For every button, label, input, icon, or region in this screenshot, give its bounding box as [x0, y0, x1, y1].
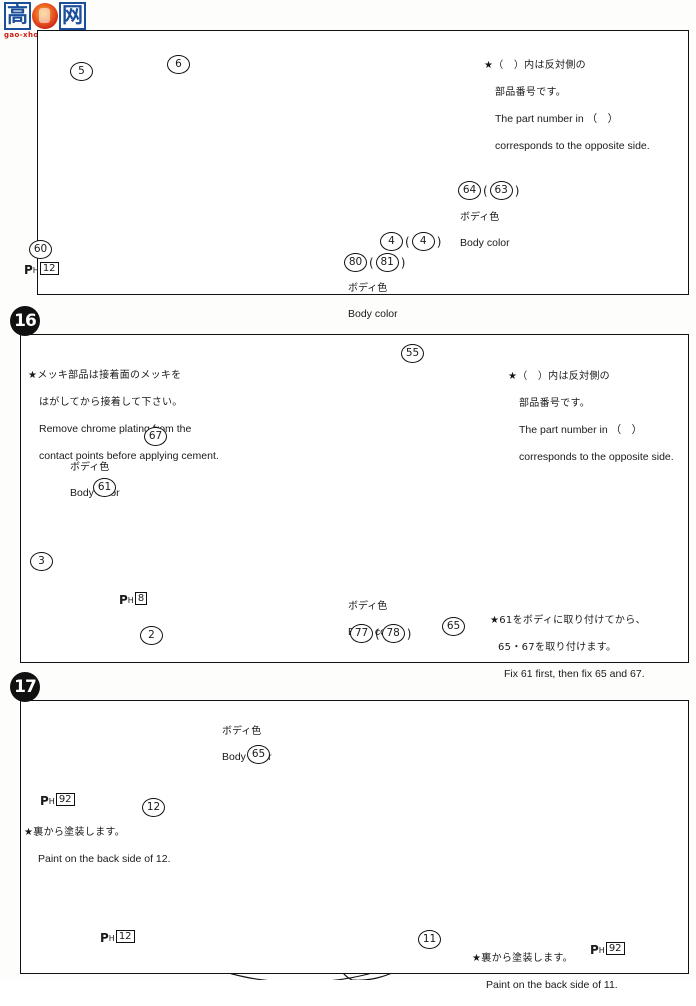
note-chrome-jp1: ★メッキ部品は接着面のメッキを: [28, 369, 182, 381]
part-callout-65[interactable]: 65: [442, 617, 465, 636]
logo-cjk-char-1: 高: [4, 2, 31, 30]
part-callout-6[interactable]: 6: [167, 55, 190, 74]
part-callout-5[interactable]: 5: [70, 62, 93, 81]
note-paint12-jp1: ★裏から塗装します。: [24, 826, 125, 838]
paint-code-h92-left: P H 92: [40, 793, 75, 808]
paint-code-value: 92: [605, 942, 625, 955]
part-callout-3[interactable]: 3: [30, 552, 53, 571]
paren-close: ): [406, 626, 412, 641]
body-color-jp: ボディ色: [348, 601, 388, 612]
note-paint11-jp1: ★裏から塗装します。: [472, 952, 573, 964]
site-watermark-logo: 高 网 gao-xhou.com: [4, 2, 86, 42]
part-callout-64-63[interactable]: 64 ( 63 ): [458, 181, 519, 200]
paren-close: ): [514, 183, 520, 198]
note-opposite-16-jp1: ★（ ）内は反対側の: [508, 370, 610, 382]
note-fix-order: ★61をボディに取り付けてから、 65・67を取り付けます。 Fix 61 fi…: [490, 600, 646, 695]
paren-open: (: [369, 255, 374, 270]
paint-brand-letter: P: [590, 943, 599, 957]
note-paint-back-11: ★裏から塗装します。 Paint on the back side of 11.: [472, 938, 618, 1006]
part-callout-77-78[interactable]: 77 ( 78 ): [350, 624, 411, 643]
part-number-main: 4: [380, 232, 403, 251]
part-number-opposite: 78: [381, 624, 405, 643]
part-callout-65-17[interactable]: 65: [247, 745, 270, 764]
note-chrome-jp2: はがしてから接着して下さい。: [39, 396, 183, 408]
paren-open: (: [483, 183, 488, 198]
red-seal-icon: [32, 3, 58, 29]
paint-code-h8: P H 8: [119, 592, 148, 607]
body-color-label-80: ボディ色 Body color: [348, 269, 398, 334]
paint-sub-letter: H: [598, 946, 605, 955]
paint-brand-letter: P: [100, 931, 109, 945]
paint-code-value: 92: [55, 793, 75, 806]
note-opposite-16-jp2: 部品番号です。: [519, 397, 591, 409]
note-paint-back-12: ★裏から塗装します。 Paint on the back side of 12.: [24, 812, 171, 880]
part-number-main: 64: [458, 181, 481, 200]
part-callout-61[interactable]: 61: [93, 478, 116, 497]
note-fix-en1: Fix 61 first, then fix 65 and 67.: [504, 667, 645, 680]
paint-brand-letter: P: [119, 593, 128, 607]
paint-sub-letter: H: [108, 934, 115, 943]
note-opposite-side-16: ★（ ）内は反対側の 部品番号です。 The part number in （ …: [508, 356, 674, 478]
note-chrome-en1: Remove chrome plating from the: [39, 422, 192, 435]
paint-brand-letter: P: [24, 263, 33, 277]
paint-code-value: 12: [39, 262, 59, 275]
part-callout-2[interactable]: 2: [140, 626, 163, 645]
step-number-17: 17: [10, 672, 40, 702]
panel-step-16: [20, 334, 689, 663]
paren-open: (: [405, 234, 410, 249]
panel-top-section: [37, 30, 689, 295]
body-color-en: Body color: [348, 308, 398, 320]
paint-brand-letter: P: [40, 794, 49, 808]
paint-code-h12-top: P H 12: [24, 262, 59, 277]
instruction-sheet-page: 高 网 gao-xhou.com: [4, 2, 689, 991]
note-opposite-side-top: ★（ ）内は反対側の 部品番号です。 The part number in （ …: [484, 45, 650, 167]
body-color-jp: ボディ色: [348, 283, 388, 294]
paren-close: ): [436, 234, 442, 249]
logo-cjk-char-2: 网: [59, 2, 86, 30]
body-color-en: Body color: [460, 237, 510, 249]
paint-code-h12-17: P H 12: [100, 930, 135, 945]
paint-code-value: 12: [115, 930, 135, 943]
body-color-label-65-17: ボディ色 Body color: [222, 712, 272, 777]
note-opposite-16-en1: The part number in （ ）: [519, 423, 643, 436]
part-number-opposite: 4: [411, 232, 435, 251]
note-opposite-16-en2: corresponds to the opposite side.: [519, 450, 674, 463]
note-opposite-top-en1: The part number in （ ）: [495, 112, 619, 125]
paint-sub-letter: H: [127, 596, 134, 605]
part-number-main: 77: [350, 624, 373, 643]
note-opposite-top-jp2: 部品番号です。: [495, 86, 567, 98]
note-opposite-top-en2: corresponds to the opposite side.: [495, 139, 650, 152]
step-number-16: 16: [10, 306, 40, 336]
part-number-opposite: 63: [489, 181, 513, 200]
note-opposite-top-jp1: ★（ ）内は反対側の: [484, 59, 586, 71]
part-callout-11[interactable]: 11: [418, 930, 441, 949]
note-fix-jp1: ★61をボディに取り付けてから、: [490, 614, 646, 626]
body-color-jp: ボディ色: [70, 462, 110, 473]
paint-code-h92-right: P H 92: [590, 942, 625, 957]
paren-close: ): [400, 255, 406, 270]
note-paint11-en1: Paint on the back side of 11.: [486, 978, 618, 991]
paint-sub-letter: H: [32, 266, 39, 275]
part-number-main: 80: [344, 253, 367, 272]
part-callout-4-4[interactable]: 4 ( 4 ): [380, 232, 441, 251]
part-callout-55[interactable]: 55: [401, 344, 424, 363]
note-chrome-en2: contact points before applying cement.: [39, 449, 219, 462]
panel-step-17: [20, 700, 689, 974]
part-callout-12[interactable]: 12: [142, 798, 165, 817]
body-color-jp: ボディ色: [222, 726, 262, 737]
paint-sub-letter: H: [48, 797, 55, 806]
part-number-opposite: 81: [375, 253, 399, 272]
logo-glyph-row: 高 网: [4, 2, 86, 30]
part-callout-80-81[interactable]: 80 ( 81 ): [344, 253, 405, 272]
body-color-jp: ボディ色: [460, 212, 500, 223]
note-paint12-en1: Paint on the back side of 12.: [38, 852, 171, 865]
part-callout-67[interactable]: 67: [144, 427, 167, 446]
body-color-label-64: ボディ色 Body color: [460, 198, 510, 263]
part-callout-60[interactable]: 60: [29, 240, 52, 259]
note-chrome-plating: ★メッキ部品は接着面のメッキを はがしてから接着して下さい。 Remove ch…: [28, 355, 219, 477]
paren-open: (: [375, 626, 380, 641]
note-fix-jp2: 65・67を取り付けます。: [498, 641, 617, 653]
logo-domain-text: gao-xhou.com: [4, 31, 65, 39]
paint-code-value: 8: [134, 592, 148, 605]
